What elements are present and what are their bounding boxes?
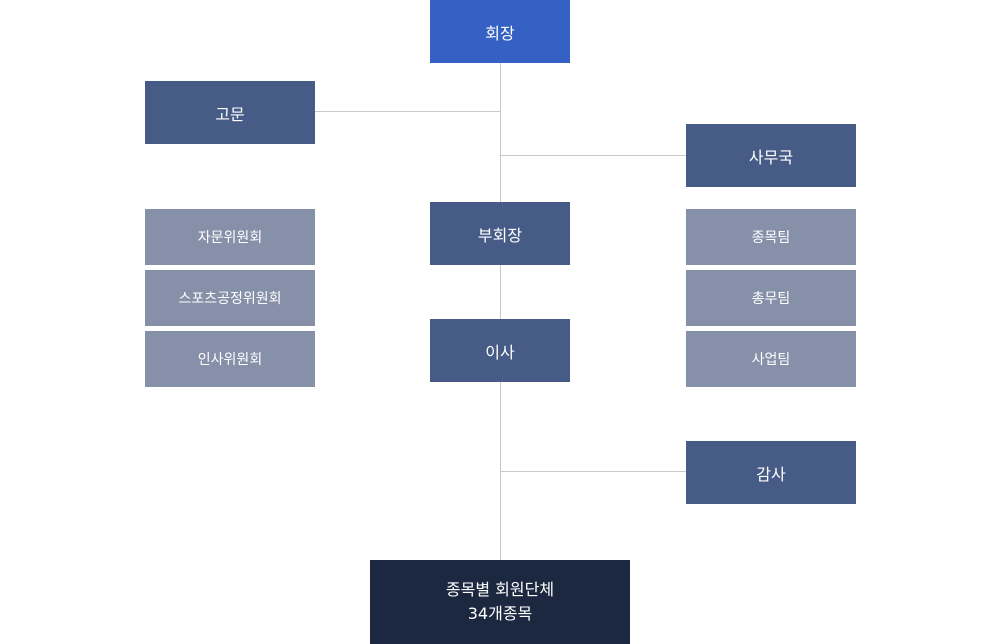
president-box: 회장	[430, 0, 570, 63]
vice-president-box: 부회장	[430, 202, 570, 265]
connector-vertical-main	[500, 63, 501, 560]
team-box: 사업팀	[686, 331, 856, 387]
advisor-box: 고문	[145, 81, 315, 144]
committee-box: 인사위원회	[145, 331, 315, 387]
team-box: 종목팀	[686, 209, 856, 265]
member-organizations-count: 34개종목	[467, 604, 533, 623]
member-organizations-label: 종목별 회원단체	[445, 580, 555, 599]
committee-box: 자문위원회	[145, 209, 315, 265]
director-box: 이사	[430, 319, 570, 382]
connector-auditor	[500, 471, 686, 472]
team-box: 총무팀	[686, 270, 856, 326]
auditor-box: 감사	[686, 441, 856, 504]
committee-box: 스포츠공정위원회	[145, 270, 315, 326]
connector-advisor	[315, 111, 500, 112]
member-organizations-box: 종목별 회원단체 34개종목	[370, 560, 630, 644]
connector-secretariat	[500, 155, 686, 156]
secretariat-box: 사무국	[686, 124, 856, 187]
